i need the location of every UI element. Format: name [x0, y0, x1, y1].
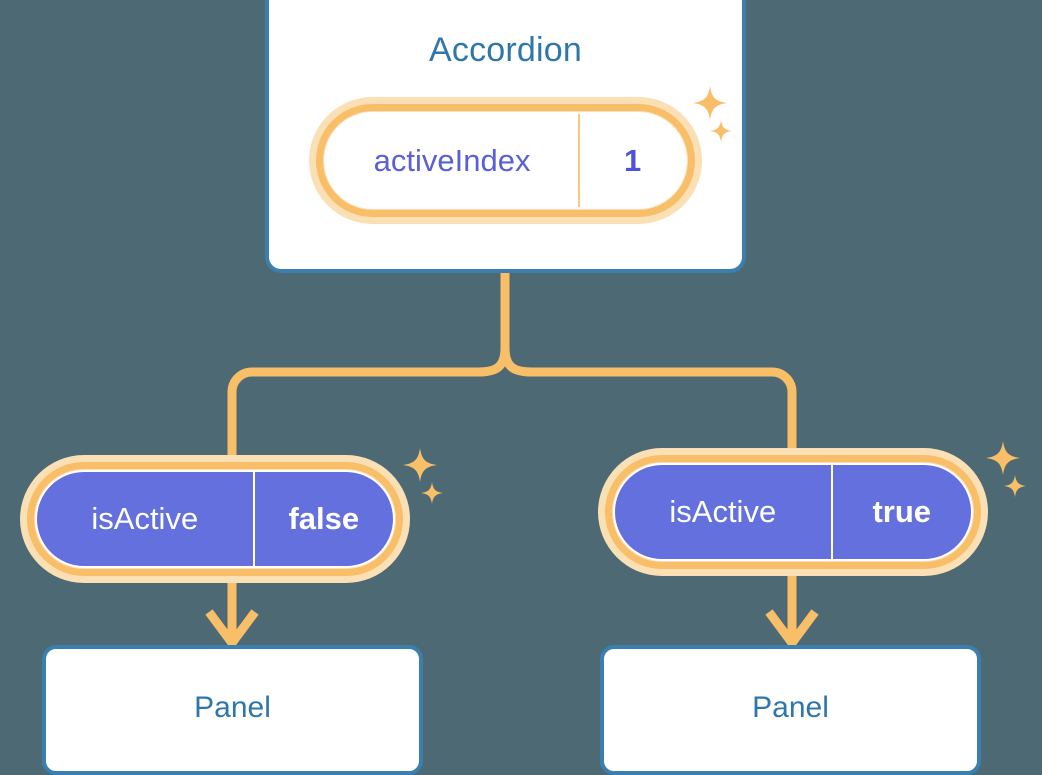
- sparkle-icon: [693, 86, 727, 120]
- panel-title: Panel: [752, 691, 829, 724]
- sparkle-icon: [403, 448, 437, 482]
- sparkle-icon: [710, 120, 732, 142]
- sparkle-icon: [421, 482, 443, 504]
- arrow-head-right-icon: [765, 609, 819, 651]
- connector-branch-left: [227, 347, 510, 468]
- pill-body: activeIndex 1: [324, 112, 687, 209]
- panel-box-right[interactable]: Panel: [600, 645, 981, 775]
- pill-body: isActive true: [613, 463, 973, 561]
- state-value-label: false: [252, 472, 393, 566]
- state-value-label: true: [830, 465, 971, 559]
- state-key-label: isActive: [669, 494, 777, 529]
- arrow-head-left-icon: [205, 609, 259, 651]
- pill-ring: [605, 455, 981, 569]
- pill-body: isActive false: [35, 470, 395, 568]
- page-title: Accordion: [429, 31, 582, 69]
- panel-box-left[interactable]: Panel: [42, 645, 423, 775]
- state-value-label: 1: [578, 114, 685, 207]
- state-key-label: isActive: [91, 501, 199, 536]
- panel-title: Panel: [194, 691, 271, 724]
- sparkle-icon: [1004, 475, 1026, 497]
- pill-ring: [316, 104, 695, 217]
- pill-ring: [27, 462, 403, 576]
- sparkle-icon: [986, 441, 1020, 475]
- state-key-label: activeIndex: [373, 142, 531, 178]
